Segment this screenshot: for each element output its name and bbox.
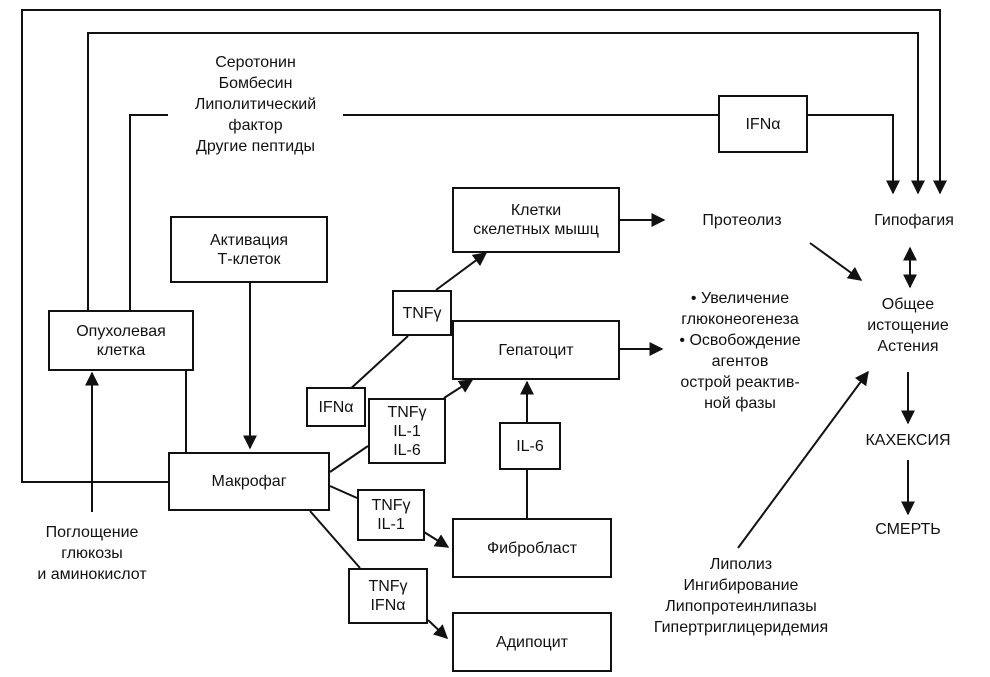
label-line: истощение xyxy=(867,317,949,334)
box-line: Т-клеток xyxy=(217,250,281,268)
line-mac-hep-1 xyxy=(329,445,369,473)
arrow-mac-adip xyxy=(427,619,449,639)
label-line: СМЕРТЬ xyxy=(875,521,941,538)
box-line: IFNα xyxy=(318,398,354,416)
tumor-cell-box: Опухолевая клетка xyxy=(48,310,194,371)
label-line: КАХЕКСИЯ xyxy=(865,432,951,449)
box-line: Адипоцит xyxy=(496,633,568,651)
loop-tumor-hypophagia xyxy=(87,32,925,310)
label-line: фактор xyxy=(228,117,283,134)
il6-box: IL-6 xyxy=(499,422,561,470)
label-line: • Освобождение xyxy=(679,332,801,349)
box-line: Макрофаг xyxy=(211,473,287,490)
label-line: Астения xyxy=(877,338,939,355)
line-mac-fib-1 xyxy=(329,485,358,499)
box-line: IL-6 xyxy=(393,441,421,459)
death-label: СМЕРТЬ xyxy=(852,519,964,540)
box-line: Активация xyxy=(209,231,289,249)
label-line: Другие пептиды xyxy=(196,138,315,155)
ifna-small-box: IFNα xyxy=(306,387,366,427)
label-line: Общее xyxy=(881,296,935,313)
box-line: TNFγ xyxy=(368,578,408,595)
label-line: агентов xyxy=(711,353,769,370)
hepatocyte-box: Гепатоцит xyxy=(452,320,620,380)
label-line: глюкозы xyxy=(61,545,123,562)
ifna-top-box: IFNα xyxy=(718,95,808,153)
label-line: • Увеличение xyxy=(690,290,790,307)
label-line: острой реактив- xyxy=(680,374,800,391)
label-line: Протеолиз xyxy=(702,212,782,229)
arrow-lipolysis-exhaustion xyxy=(737,370,869,549)
cachexia-label: КАХЕКСИЯ xyxy=(846,430,970,451)
tnfg-il1-il6-box: TNFγ IL-1 IL-6 xyxy=(368,398,446,464)
label-line: и аминокислот xyxy=(37,566,147,583)
label-line: Липолитический xyxy=(194,96,317,113)
proteolysis-label: Протеолиз xyxy=(672,210,812,231)
line-peptides-ifna xyxy=(129,114,168,310)
muscle-cells-box: Клетки скелетных мышц xyxy=(452,187,620,253)
fibroblast-box: Фибробласт xyxy=(452,518,612,578)
label-line: Липопротеинлипазы xyxy=(665,598,817,615)
macrophage-box: Макрофаг xyxy=(168,452,330,511)
lipolysis-label: Липолиз Ингибирование Липопротеинлипазы … xyxy=(628,554,854,638)
arrow-mac-fib xyxy=(423,531,450,548)
loop-macrophage-hypophagia xyxy=(21,9,947,483)
label-line: Гипертриглицеридемия xyxy=(653,619,829,636)
tnfg-il1-box: TNFγ IL-1 xyxy=(357,489,425,541)
box-line: IFNα xyxy=(370,597,406,614)
box-line: IL-1 xyxy=(393,422,421,440)
label-line: Бомбесин xyxy=(218,75,293,92)
label-line: Ингибирование xyxy=(683,577,799,594)
box-line: IFNα xyxy=(745,115,781,133)
adipocyte-box: Адипоцит xyxy=(452,612,612,672)
tnfg-ifna-box: TNFγ IFNα xyxy=(348,568,428,624)
box-line: IL-1 xyxy=(377,516,405,533)
arrow-proteolysis-exhaustion xyxy=(809,242,863,281)
label-line: Гипофагия xyxy=(874,212,954,229)
peptides-label: Серотонин Бомбесин Липолитический фактор… xyxy=(168,52,343,157)
glucose-uptake-label: Поглощение глюкозы и аминокислот xyxy=(14,522,170,585)
box-line: Фибробласт xyxy=(486,539,578,557)
label-line: Серотонин xyxy=(215,54,296,71)
label-line: глюконеогенеза xyxy=(681,311,799,328)
t-cell-activation-box: Активация Т-клеток xyxy=(170,216,328,283)
exhaustion-label: Общее истощение Астения xyxy=(858,294,958,357)
box-line: TNFγ xyxy=(371,497,411,514)
box-line: Гепатоцит xyxy=(498,341,574,359)
label-line: Липолиз xyxy=(709,556,773,573)
box-line: TNFγ xyxy=(387,403,427,421)
line-ifna-to-hypophagia xyxy=(808,114,900,195)
line-mac-adip-1 xyxy=(309,510,361,569)
box-line: IL-6 xyxy=(516,437,544,455)
box-line: Опухолевая xyxy=(76,322,166,340)
label-line: ной фазы xyxy=(704,395,776,412)
box-line: скелетных мышц xyxy=(473,221,599,238)
arrow-mac-hep xyxy=(443,379,474,399)
box-line: клетка xyxy=(96,341,146,359)
label-line: Поглощение xyxy=(45,524,139,541)
box-line: TNFγ xyxy=(402,304,442,322)
liver-effects-label: • Увеличение глюконеогенеза • Освобожден… xyxy=(652,288,828,414)
hypophagia-label: Гипофагия xyxy=(858,210,970,231)
tnfg-muscle-box: TNFγ xyxy=(392,290,452,336)
box-line: Клетки xyxy=(510,202,562,219)
arrow-mac-muscle xyxy=(435,252,488,291)
